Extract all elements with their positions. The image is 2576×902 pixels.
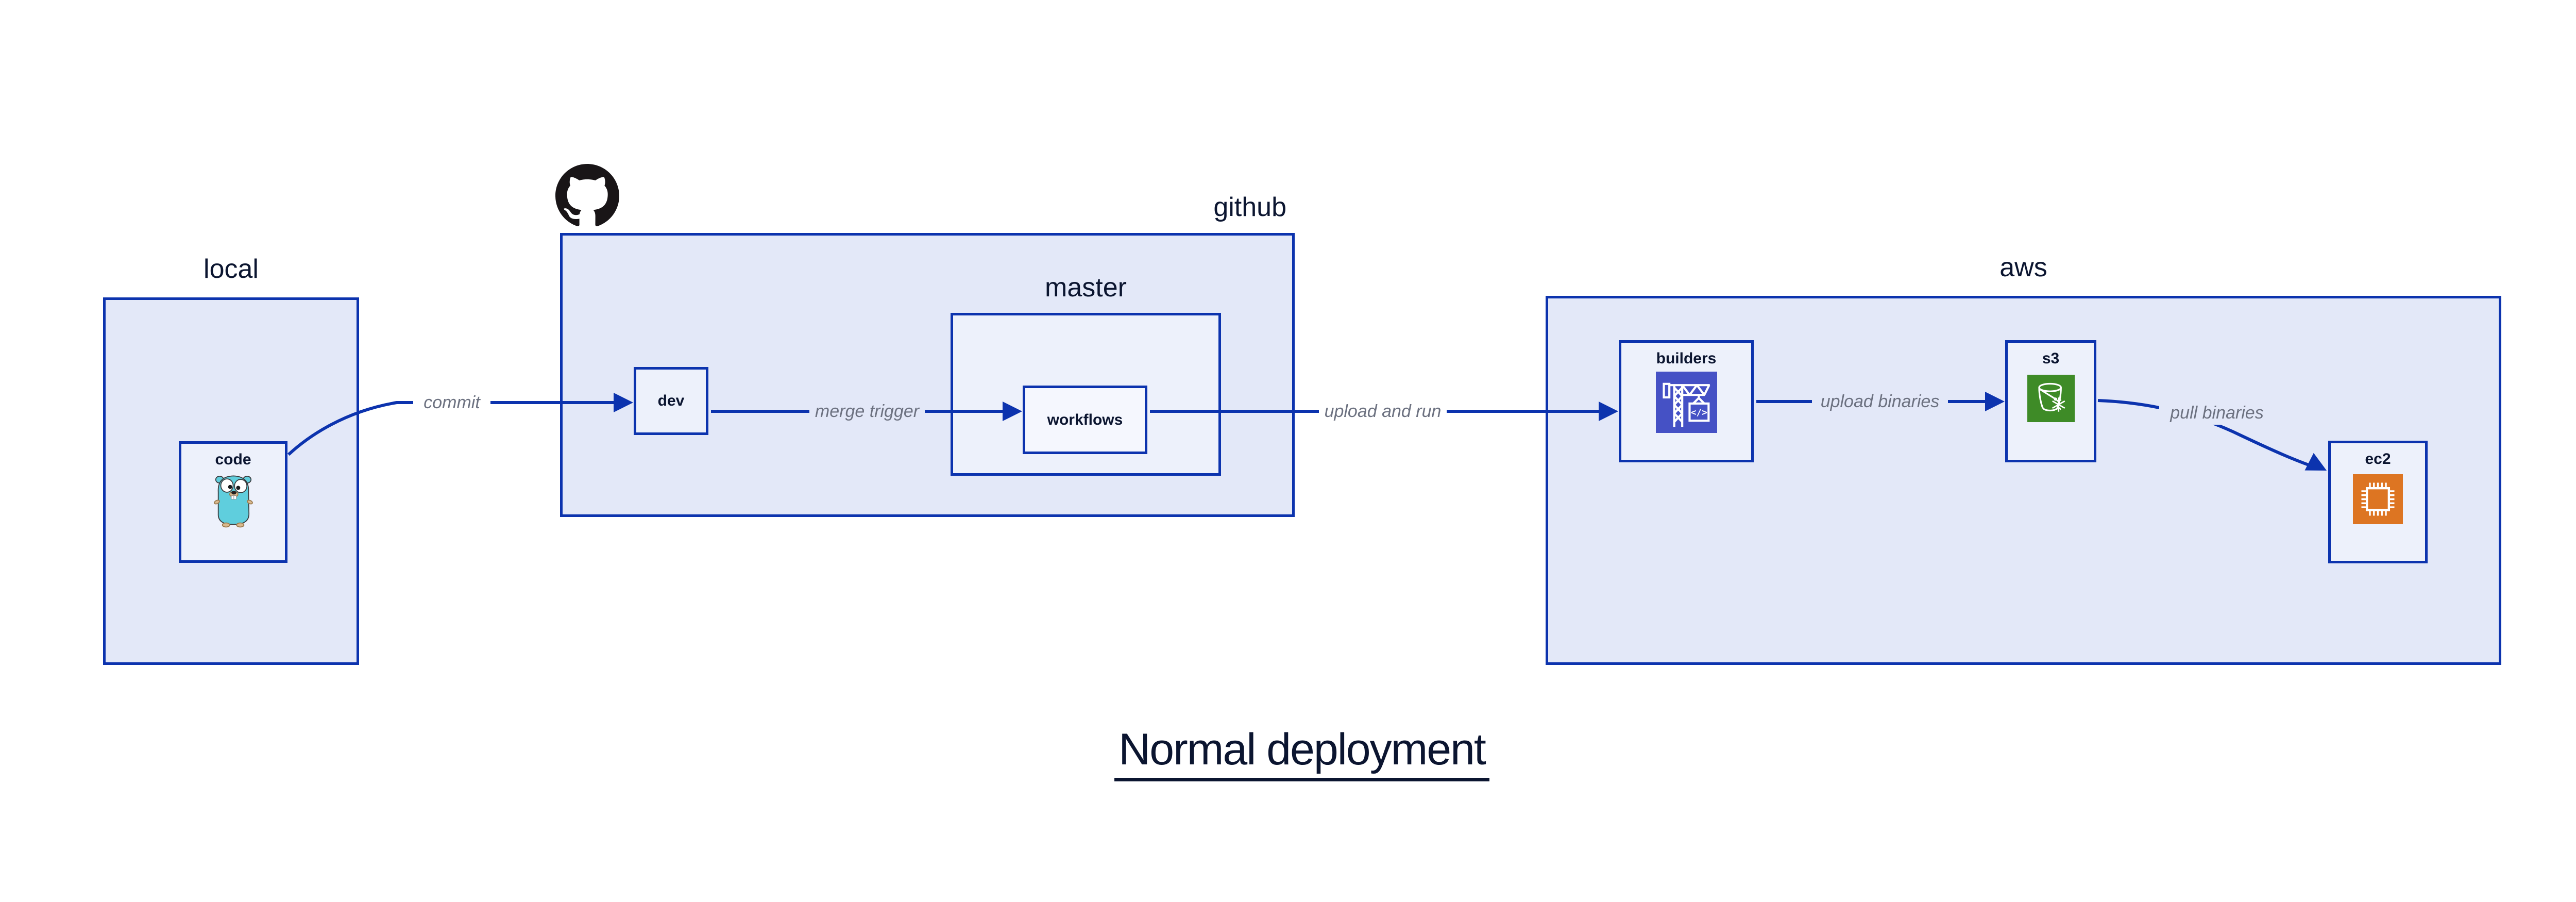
edge-commit-arrowhead [614, 393, 633, 412]
node-workflows: workflows [1023, 386, 1147, 454]
edge-pull-binaries-label: pull binaries [2170, 403, 2263, 423]
edge-pull-binaries-line [2097, 399, 2315, 469]
group-github-label: github [1213, 192, 1286, 222]
node-code-label: code [215, 451, 251, 468]
group-master-label: master [1045, 273, 1127, 303]
edge-upload-binaries-arrowhead [1985, 392, 2005, 411]
edge-commit-line [287, 401, 615, 456]
title-row: Normal deployment [0, 726, 2576, 781]
edge-upload-and-run-label-bg [1319, 399, 1447, 423]
node-code: code [179, 441, 287, 563]
node-s3-label: s3 [2042, 350, 2060, 367]
node-ec2: ec2 [2328, 441, 2428, 563]
svg-text:</>: </> [1690, 407, 1707, 418]
edge-merge-trigger-label-bg [809, 399, 925, 423]
node-ec2-label: ec2 [2365, 450, 2391, 467]
edge-upload-binaries-label-bg [1812, 390, 1948, 413]
node-workflows-label: workflows [1047, 411, 1123, 428]
aws-s3-glacier-bucket-icon [2027, 375, 2075, 422]
edge-commit-label-bg [413, 390, 490, 414]
aws-ec2-chip-icon [2353, 474, 2403, 524]
node-builders: builders </> [1619, 340, 1754, 462]
edge-upload-binaries-label: upload binaries [1821, 392, 1940, 411]
edge-merge-trigger-arrowhead [1003, 402, 1022, 421]
go-gopher-icon [213, 475, 253, 528]
group-local-label: local [204, 254, 259, 284]
edge-pull-binaries-label-bg [2159, 401, 2275, 425]
node-dev-label: dev [657, 392, 685, 409]
edge-merge-trigger-label: merge trigger [815, 402, 920, 421]
edge-commit-label: commit [423, 393, 481, 412]
node-s3: s3 [2005, 340, 2096, 462]
github-octocat-logo-icon [555, 164, 619, 228]
edge-upload-and-run-label: upload and run [1325, 402, 1442, 421]
group-aws-label: aws [1999, 253, 2047, 282]
diagram-title: Normal deployment [1114, 726, 1489, 781]
edge-pull-binaries-arrowhead [2304, 453, 2327, 471]
node-dev: dev [634, 367, 708, 435]
node-builders-label: builders [1656, 350, 1717, 367]
aws-codebuild-icon: </> [1655, 372, 1717, 433]
edge-upload-and-run-arrowhead [1599, 402, 1618, 421]
